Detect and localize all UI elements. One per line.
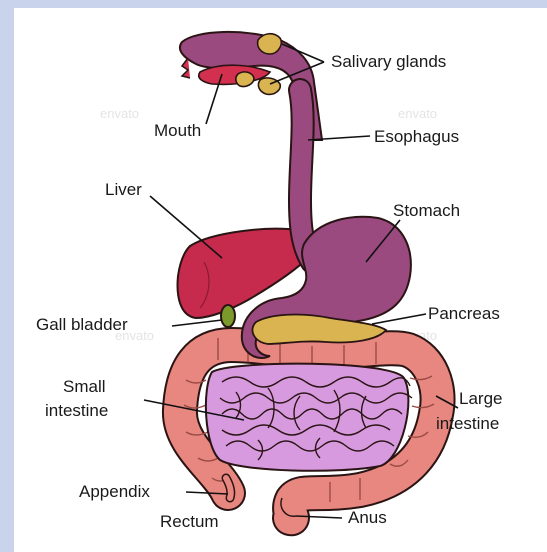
label-esophagus: Esophagus xyxy=(374,127,459,146)
label-mouth: Mouth xyxy=(154,121,201,140)
label-anus: Anus xyxy=(348,508,387,527)
label-small-intestine-line2: intestine xyxy=(45,401,108,420)
label-gall-bladder: Gall bladder xyxy=(36,315,128,334)
label-small-intestine-line1: Small xyxy=(63,377,106,396)
label-pancreas: Pancreas xyxy=(428,304,500,323)
label-liver: Liver xyxy=(105,180,142,199)
label-appendix: Appendix xyxy=(79,482,150,501)
watermark-text: envato xyxy=(100,106,139,121)
label-salivary-glands: Salivary glands xyxy=(331,52,446,71)
watermark-text: envato xyxy=(398,106,437,121)
label-rectum: Rectum xyxy=(160,512,219,531)
label-stomach: Stomach xyxy=(393,201,460,220)
label-large-intestine-line2: intestine xyxy=(436,414,499,433)
label-large-intestine-line1: Large xyxy=(459,389,502,408)
gall-bladder xyxy=(221,305,235,327)
